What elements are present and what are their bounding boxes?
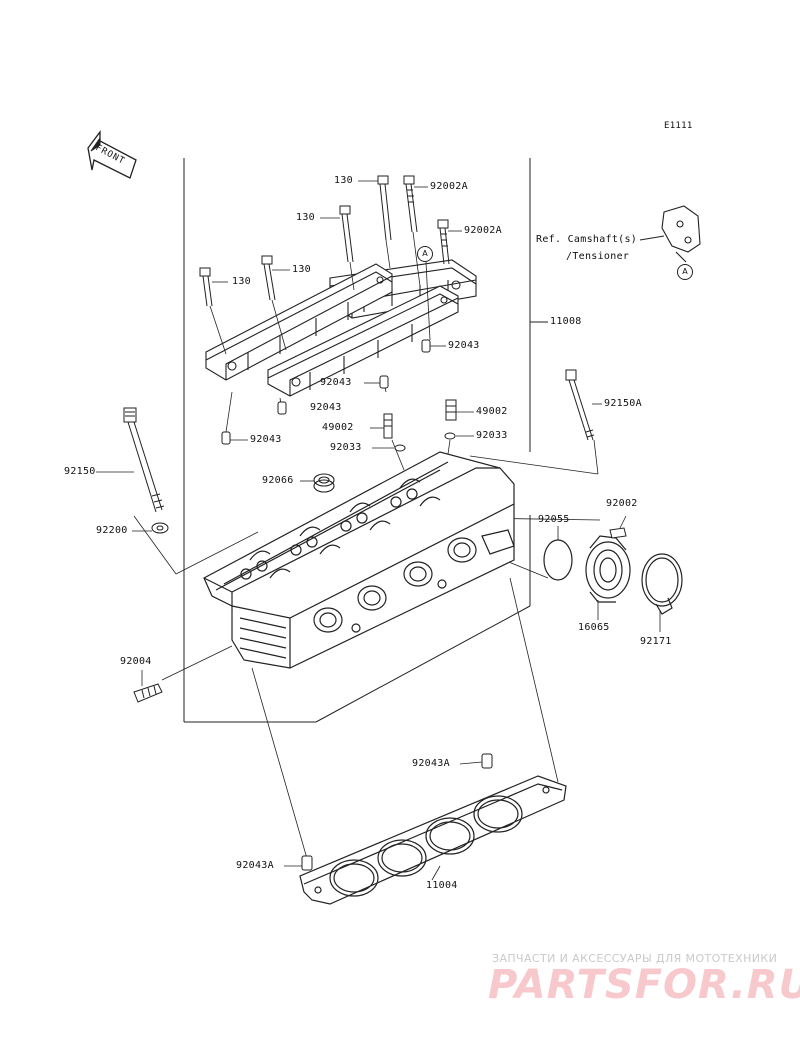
bolt-130-mid	[339, 205, 354, 263]
label-leaders	[96, 180, 661, 881]
part-label: 92150	[64, 466, 96, 477]
part-label: 92200	[96, 525, 128, 536]
stud-92150	[123, 407, 165, 513]
bolt-130-top	[377, 175, 392, 241]
bolt-130-left	[199, 267, 213, 307]
part-label: 92043A	[236, 860, 274, 871]
part-label: 92002	[606, 498, 638, 509]
part-label: 130	[334, 175, 353, 186]
assembly-boundary	[183, 158, 548, 723]
plug-49002	[383, 399, 457, 439]
gasket-92055	[543, 539, 573, 581]
dowel-92043	[221, 339, 493, 871]
reference-line-1: Ref. Camshaft(s)	[536, 234, 638, 245]
camshaft-cap-middle	[267, 285, 459, 397]
part-label: 130	[232, 276, 251, 287]
camshaft-cap-intake	[205, 263, 393, 381]
assembly-guide-lines	[133, 231, 601, 863]
part-label: 92055	[538, 514, 570, 525]
cylinder-head	[203, 451, 515, 669]
part-label: 16065	[578, 622, 610, 633]
diagram-code: E1111	[664, 121, 693, 131]
part-label: 92043	[310, 402, 342, 413]
part-label: 130	[296, 212, 315, 223]
watermark-logo: PARTSFOR.RU	[488, 962, 800, 1008]
callout-a-ref: A	[677, 264, 693, 280]
callout-a-head: A	[417, 246, 433, 262]
seal-92066	[313, 473, 335, 493]
watermark-subtitle: ЗАПЧАСТИ И АКСЕССУАРЫ ДЛЯ МОТОТЕХНИКИ	[492, 952, 778, 965]
clamp-92171	[641, 553, 683, 615]
head-gasket-11004	[299, 775, 567, 905]
bolt-130-left2	[261, 255, 276, 301]
part-label: 92043A	[412, 758, 450, 769]
front-arrow-icon	[87, 130, 137, 179]
tensioner-bracket	[639, 205, 701, 263]
part-label: 130	[292, 264, 311, 275]
part-label: 49002	[322, 422, 354, 433]
bolt-92002	[609, 527, 627, 539]
part-label: 11004	[426, 880, 458, 891]
part-label: 92033	[330, 442, 362, 453]
part-label: 92150A	[604, 398, 642, 409]
stud-92150A	[565, 369, 595, 441]
part-label: 92002A	[430, 181, 468, 192]
part-label: 11008	[550, 316, 582, 327]
bolt-92002A-top	[403, 175, 418, 233]
reference-line-2: /Tensioner	[566, 251, 630, 262]
part-label: 92002A	[464, 225, 502, 236]
washer-92200	[151, 522, 169, 534]
part-label: 92004	[120, 656, 152, 667]
fitting-16065	[585, 535, 631, 603]
oring-92033	[394, 432, 456, 452]
part-label: 92043	[320, 377, 352, 388]
part-label: 92043	[250, 434, 282, 445]
part-label: 92171	[640, 636, 672, 647]
part-label: 92066	[262, 475, 294, 486]
part-label: 49002	[476, 406, 508, 417]
bolt-92002A-mid	[437, 219, 450, 265]
part-label: 92043	[448, 340, 480, 351]
part-label: 92033	[476, 430, 508, 441]
bolt-92004	[133, 683, 163, 703]
